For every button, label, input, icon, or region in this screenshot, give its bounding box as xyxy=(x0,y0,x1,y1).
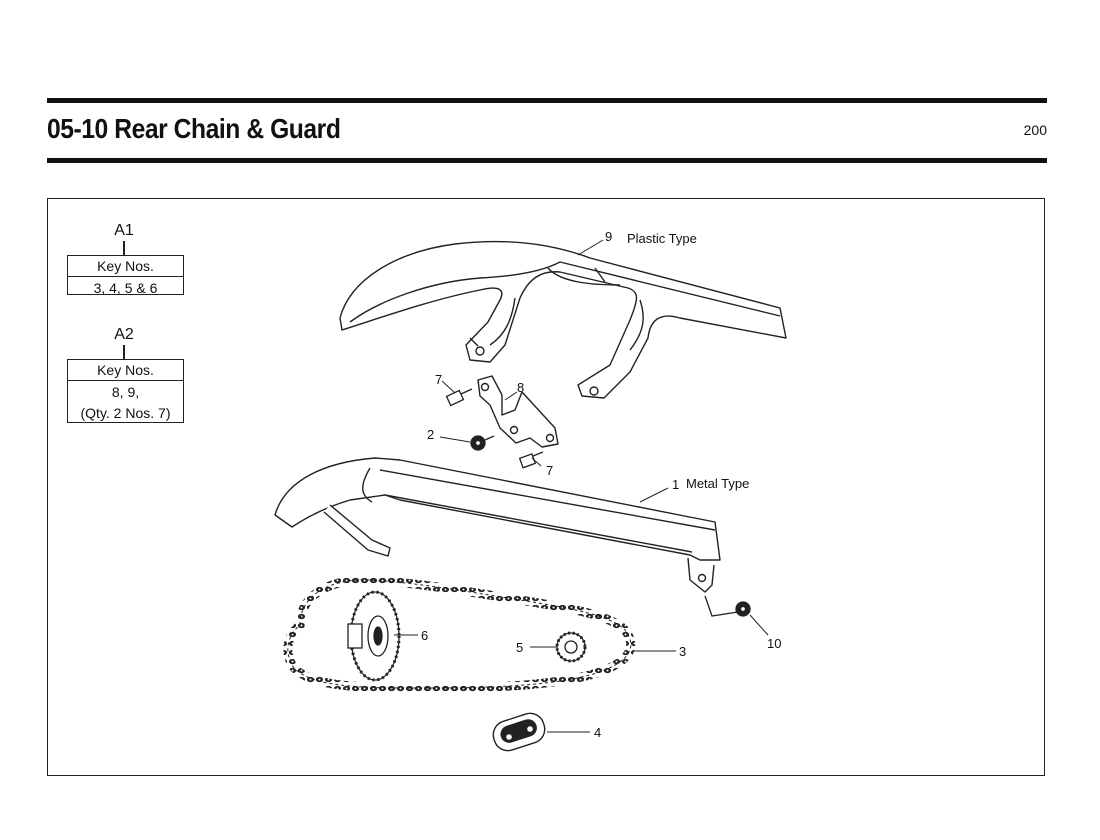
diagram-frame xyxy=(47,198,1045,776)
callout-10: 10 xyxy=(767,636,781,651)
callout-6: 6 xyxy=(421,628,428,643)
front-sprocket xyxy=(555,631,587,663)
legend-a2-stem xyxy=(123,345,125,359)
legend-a1-stem xyxy=(123,241,125,255)
callout-5: 5 xyxy=(516,640,523,655)
bolt-lower xyxy=(518,451,544,469)
header-rule-top xyxy=(47,98,1047,103)
drive-chain xyxy=(283,575,636,693)
callout-3: 3 xyxy=(679,644,686,659)
guard-bracket xyxy=(477,375,559,448)
callout-1: 1 xyxy=(672,477,679,492)
callout-4: 4 xyxy=(594,725,601,740)
callout-1-text: Metal Type xyxy=(686,476,749,491)
legend-a1-line: 3, 4, 5 & 6 xyxy=(93,280,158,296)
callout-9-text: Plastic Type xyxy=(627,231,697,246)
callout-9: 9 xyxy=(605,229,612,244)
rear-sprocket xyxy=(347,590,401,682)
legend-a2-box: Key Nos. 8, 9, (Qty. 2 Nos. 7) xyxy=(67,359,184,423)
legend-a2-line-2: (Qty. 2 Nos. 7) xyxy=(80,405,171,421)
legend-a1-label: A1 xyxy=(114,222,134,239)
nut-2 xyxy=(470,435,495,451)
callout-8: 8 xyxy=(517,380,524,395)
plastic-chain-guard xyxy=(339,240,787,399)
legend-a2-label: A2 xyxy=(114,326,134,343)
metal-chain-guard xyxy=(274,457,721,593)
page-number: 200 xyxy=(1023,122,1047,138)
legend-a2-heading: Key Nos. xyxy=(68,360,183,381)
nut-10 xyxy=(704,595,751,617)
callout-7-upper: 7 xyxy=(435,372,442,387)
legend-a1-heading: Key Nos. xyxy=(68,256,183,277)
leader-lines xyxy=(394,239,769,733)
bolt-upper xyxy=(445,388,473,407)
legend-a1-box: Key Nos. 3, 4, 5 & 6 xyxy=(67,255,184,296)
callout-7-lower: 7 xyxy=(546,463,553,478)
header-rule-bottom xyxy=(47,158,1047,163)
legend-a2-line-1: 8, 9, xyxy=(111,384,140,400)
page-title: 05-10 Rear Chain & Guard xyxy=(47,113,341,144)
master-link xyxy=(492,712,546,752)
callout-2: 2 xyxy=(427,427,434,442)
